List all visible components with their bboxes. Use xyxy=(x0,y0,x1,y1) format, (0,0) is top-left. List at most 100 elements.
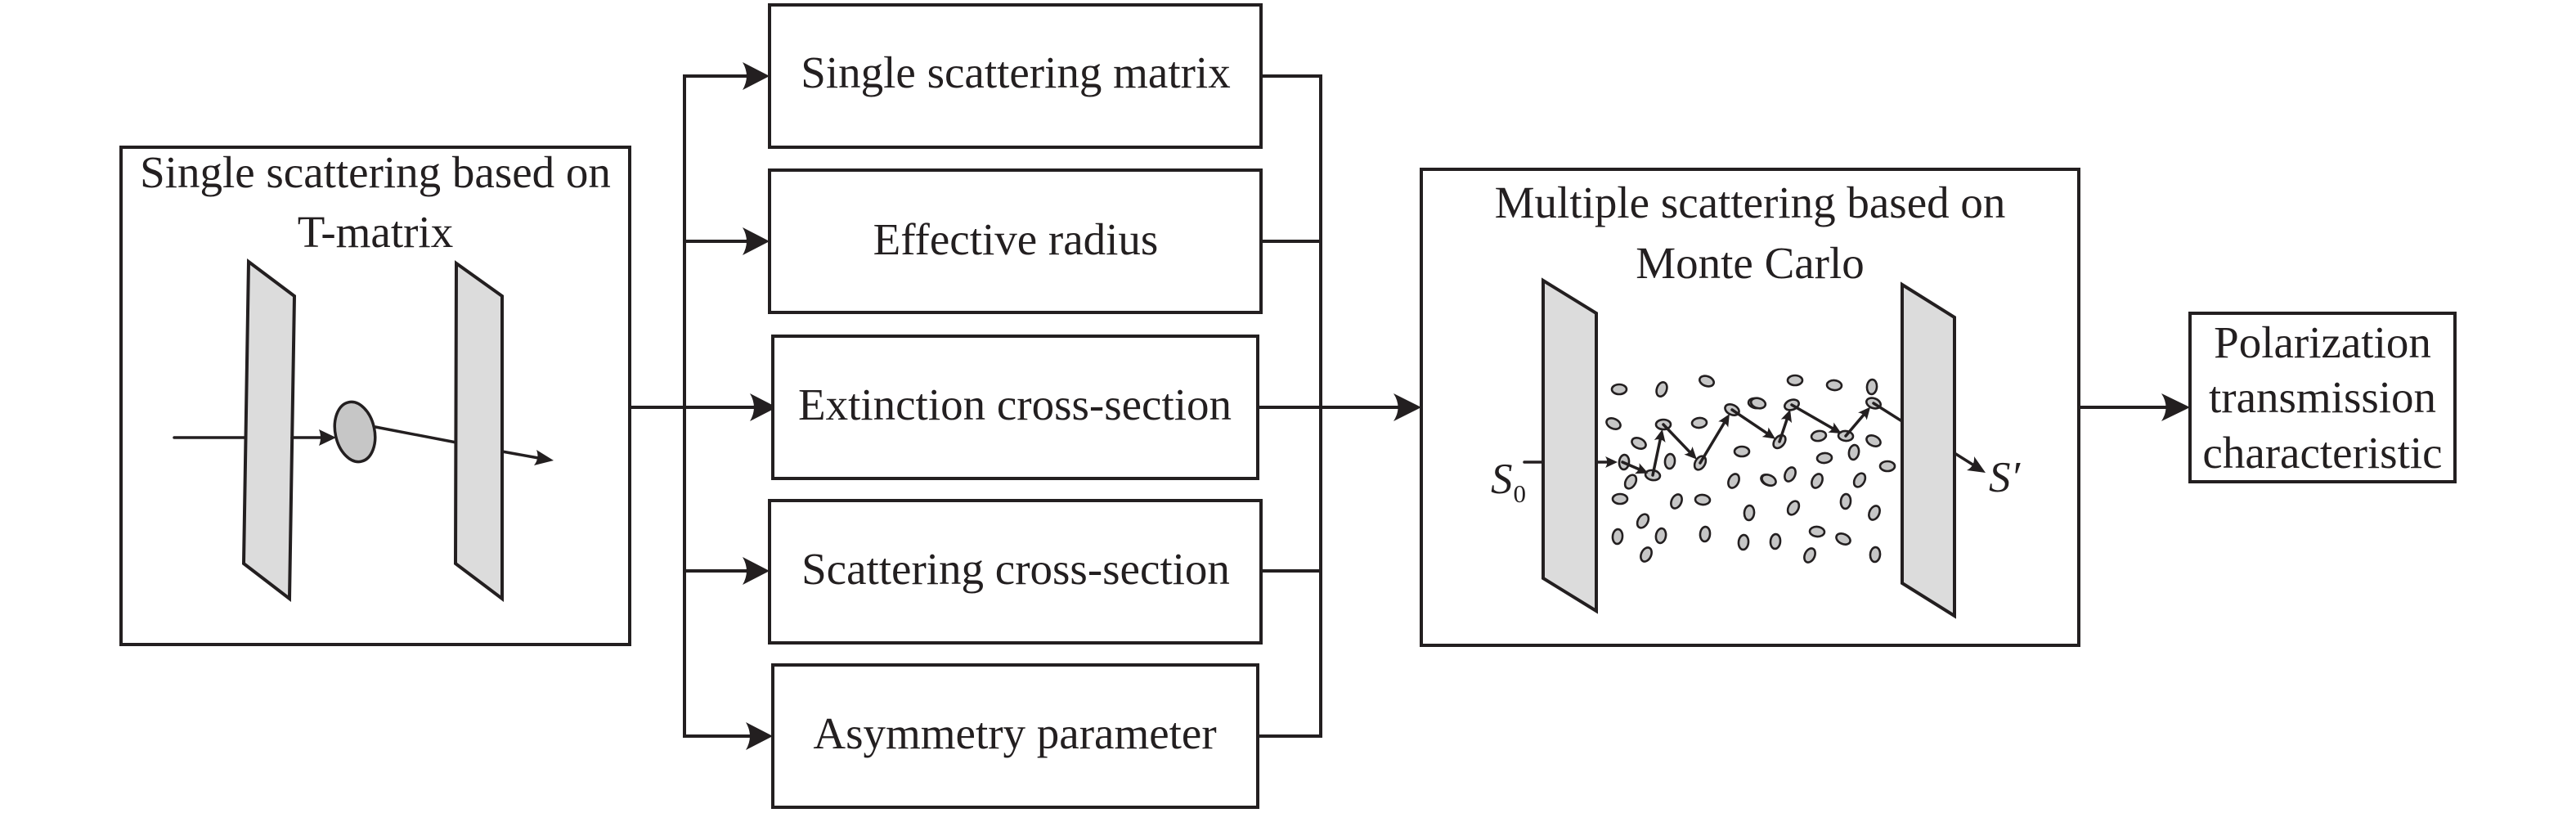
arrowhead-icon xyxy=(743,557,770,585)
fan-in-connectors xyxy=(1256,74,1421,738)
input-stokes-symbol: S xyxy=(1491,456,1513,503)
single-scattering-illustration xyxy=(173,258,554,603)
photon-arrowhead-icon xyxy=(1684,446,1697,460)
arrowhead-icon xyxy=(750,393,777,421)
particle xyxy=(1835,532,1851,546)
particle xyxy=(1869,546,1882,564)
multiple-scattering-title-line2: Monte Carlo xyxy=(1636,238,1865,288)
particle xyxy=(1663,452,1676,470)
exit-photon-arrowhead-icon xyxy=(1967,456,1986,473)
particle xyxy=(1690,416,1708,429)
photon-arrowhead-icon xyxy=(1828,422,1842,434)
photon-path-segment xyxy=(1662,423,1693,456)
photon-arrowhead-icon xyxy=(1634,463,1649,474)
multiple-scattering-title-line1: Multiple scattering based on xyxy=(1495,177,2006,227)
parameter-label: Effective radius xyxy=(873,214,1159,264)
photon-arrowhead-icon xyxy=(1605,456,1618,468)
exit-arrowhead-icon xyxy=(534,450,554,465)
particle xyxy=(1811,473,1824,489)
particle xyxy=(1847,443,1860,461)
parameter-label: Asymmetry parameter xyxy=(813,708,1216,758)
mc-entrance-plane xyxy=(1542,277,1598,614)
particle xyxy=(1743,504,1756,522)
arrowhead-icon xyxy=(743,62,770,90)
arrowhead-icon xyxy=(1393,393,1421,421)
parameter-box xyxy=(768,499,1263,645)
particle xyxy=(1865,434,1882,447)
particle xyxy=(1761,474,1777,487)
output-label-line2: transmission xyxy=(2209,372,2436,422)
particle xyxy=(1655,380,1668,398)
particle xyxy=(1808,525,1826,538)
particle xyxy=(1825,379,1843,392)
parameter-blocks: Single scattering matrix Effective radiu… xyxy=(768,3,1263,809)
photon-path-segment xyxy=(1699,419,1727,465)
output-stokes-label: S′ xyxy=(1989,454,2022,501)
parameter-label: Extinction cross-section xyxy=(798,380,1232,429)
particle xyxy=(1786,374,1804,387)
input-stokes-subscript: 0 xyxy=(1514,479,1527,508)
polarization-output-box xyxy=(2188,312,2457,483)
photon-path-segment xyxy=(1651,435,1663,477)
parameter-block-effective-radius: Effective radius xyxy=(768,168,1263,314)
particle xyxy=(1654,527,1667,545)
particle xyxy=(1611,492,1629,505)
photon-path-segment xyxy=(1621,460,1643,472)
particle xyxy=(1784,466,1797,483)
input-stokes-label: S0 xyxy=(1491,456,1526,508)
particle xyxy=(1803,547,1816,564)
parameter-label: Scattering cross-section xyxy=(801,544,1230,594)
mc-exit-plane xyxy=(1901,281,1956,619)
parameter-label: Single scattering matrix xyxy=(801,47,1230,97)
particle xyxy=(1636,513,1650,529)
particle xyxy=(1815,451,1833,465)
multiple-scattering-block: Multiple scattering based on Monte Carlo… xyxy=(1420,168,2080,647)
particle xyxy=(1605,417,1622,430)
photon-path-segment xyxy=(1730,408,1770,436)
photon-path-segment xyxy=(1844,411,1867,438)
fan-out-connectors xyxy=(628,62,777,750)
particle xyxy=(1727,473,1740,489)
particle xyxy=(1699,525,1712,543)
parameter-box xyxy=(771,335,1259,480)
single-scattering-title-line2: T-matrix xyxy=(298,207,453,257)
exit-plane xyxy=(453,260,504,603)
particle xyxy=(1769,532,1782,550)
particle xyxy=(1631,437,1647,450)
photon-path xyxy=(1595,402,1931,477)
parameter-block-asymmetry-parameter: Asymmetry parameter xyxy=(771,663,1259,809)
photon-arrowhead-icon xyxy=(1654,429,1666,442)
particle xyxy=(1810,429,1828,442)
scattering-particle xyxy=(333,400,377,464)
output-connector xyxy=(2077,393,2190,421)
single-scattering-block: Single scattering based on T-matrix xyxy=(119,146,631,646)
photon-arrowhead-icon xyxy=(1780,409,1792,424)
particle xyxy=(1698,375,1716,388)
exit-ray xyxy=(500,450,545,460)
particle xyxy=(1868,505,1881,521)
particle xyxy=(1865,378,1878,396)
photon-arrowhead-icon xyxy=(1761,427,1776,439)
particle xyxy=(1694,493,1712,506)
entrance-plane xyxy=(241,258,297,603)
output-label-line3: characteristic xyxy=(2202,428,2442,478)
particle xyxy=(1852,472,1867,488)
particle xyxy=(1611,528,1624,546)
particle-cloud xyxy=(1605,374,1896,564)
arrowhead-icon xyxy=(746,722,773,750)
monte-carlo-illustration: S0 S′ xyxy=(1491,277,2022,619)
arrowhead-icon xyxy=(2161,393,2190,421)
single-scattering-box xyxy=(119,146,631,646)
particle xyxy=(1737,533,1750,551)
parameter-box xyxy=(771,663,1259,809)
polarization-output-block: Polarization transmission characteristic xyxy=(2188,312,2457,483)
parameter-block-single-scattering-matrix: Single scattering matrix xyxy=(768,3,1263,149)
single-scattering-title-line1: Single scattering based on xyxy=(140,147,611,197)
parameter-block-extinction-cross-section: Extinction cross-section xyxy=(771,335,1259,480)
particle xyxy=(1878,460,1896,473)
scattered-ray xyxy=(374,425,458,444)
ray-arrowhead-icon xyxy=(319,429,336,446)
output-label-line1: Polarization xyxy=(2214,317,2431,367)
photon-path-segment xyxy=(1778,415,1789,443)
